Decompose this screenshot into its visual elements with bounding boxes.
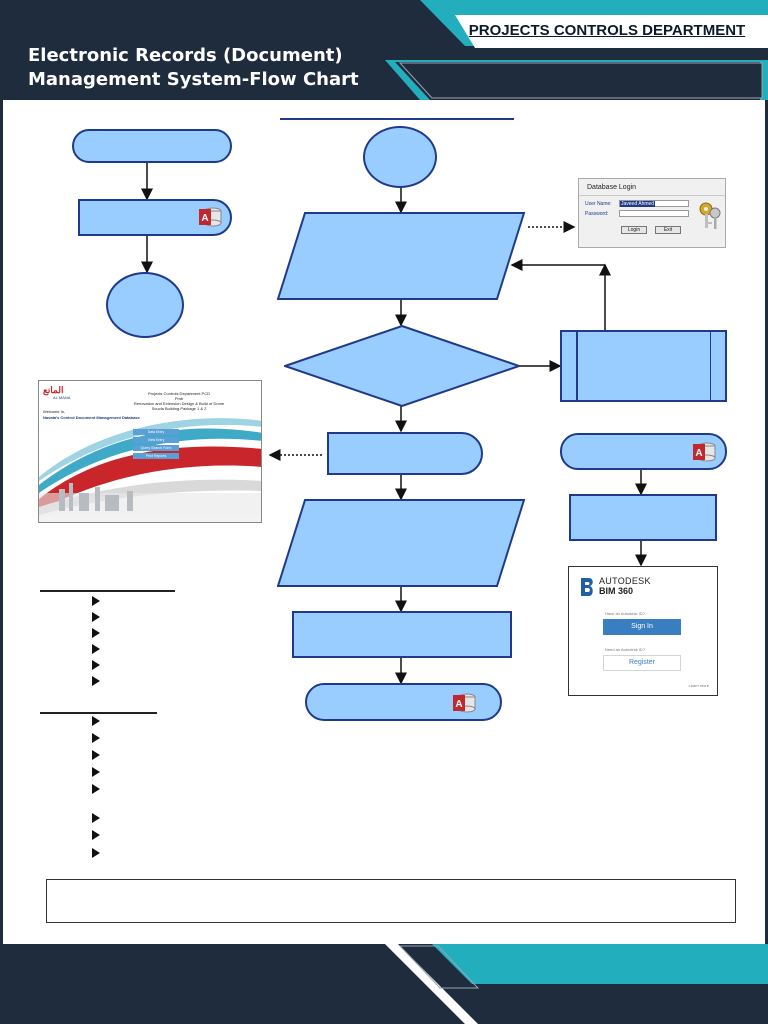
- end-terminator: [305, 683, 502, 721]
- decision-diamond: [284, 325, 520, 407]
- legend-underline-1: [40, 590, 175, 592]
- process-box-center: [292, 611, 512, 658]
- bullet-arrow-icon: [92, 628, 100, 638]
- access-icon: A: [693, 442, 716, 462]
- right-border: [765, 100, 768, 944]
- print-reports-button[interactable]: Print Reports: [133, 453, 179, 459]
- left-border: [0, 100, 3, 944]
- svg-text:A: A: [455, 699, 462, 710]
- company-logo-arabic: المانع: [43, 385, 64, 395]
- header-band: [0, 0, 768, 100]
- login-dialog-title: Database Login: [587, 184, 637, 191]
- login-button[interactable]: Login: [621, 226, 647, 234]
- bim360-brand-line2: BIM 360: [599, 586, 634, 596]
- bullet-arrow-icon: [92, 767, 100, 777]
- bullet-arrow-icon: [92, 784, 100, 794]
- main-menu-process: [327, 432, 483, 475]
- bullet-arrow-icon: [92, 676, 100, 686]
- password-field[interactable]: [619, 210, 689, 217]
- start-terminator: [72, 129, 232, 163]
- bullet-arrow-icon: [92, 848, 100, 858]
- login-input-parallelogram: [277, 212, 525, 300]
- app-menu-buttons: Data Entry View Entry Query Search Form …: [133, 429, 179, 461]
- bullet-arrow-icon: [92, 660, 100, 670]
- need-id-text: Need an Autodesk ID?: [605, 647, 646, 652]
- page-title: Electronic Records (Document) Management…: [28, 45, 359, 90]
- app-main-screen-screenshot: المانع AL MANA Projects Controls Departm…: [38, 380, 262, 523]
- exit-button[interactable]: Exit: [655, 226, 681, 234]
- app-header-text: Projects Controls Department PCD Pmb Ren…: [133, 391, 225, 411]
- query-search-button[interactable]: Query Search Form: [133, 445, 179, 451]
- data-input-parallelogram: [277, 499, 525, 587]
- bullet-arrow-icon: [92, 596, 100, 606]
- welcome-text: Welcome In,: [43, 409, 66, 414]
- legend-underline-2: [40, 712, 157, 714]
- sign-in-button[interactable]: Sign In: [603, 619, 681, 635]
- start-circle: [363, 126, 437, 188]
- bullet-arrow-icon: [92, 716, 100, 726]
- footer-band: [0, 944, 768, 1024]
- bullet-arrow-icon: [92, 750, 100, 760]
- user-name-field[interactable]: Javeed Ahmed: [619, 200, 689, 207]
- have-id-text: Have an Autodesk ID?: [605, 611, 645, 616]
- register-button[interactable]: Register: [603, 655, 681, 671]
- keys-icon: [699, 202, 721, 229]
- bullet-arrow-icon: [92, 644, 100, 654]
- access-icon: A: [453, 693, 476, 713]
- bullet-arrow-icon: [92, 733, 100, 743]
- bullet-arrow-icon: [92, 813, 100, 823]
- data-entry-button[interactable]: Data Entry: [133, 429, 179, 435]
- department-label: PROJECTS CONTROLS DEPARTMENT: [468, 22, 746, 39]
- learn-more-link[interactable]: Learn more: [688, 683, 709, 688]
- bim360-login-panel: AUTODESK BIM 360 Have an Autodesk ID? Si…: [568, 566, 718, 696]
- access-icon: A: [199, 207, 222, 227]
- bullet-arrow-icon: [92, 830, 100, 840]
- predefined-process-box: [560, 330, 727, 402]
- bim360-brand-line1: AUTODESK: [599, 576, 651, 586]
- note-box: [46, 879, 736, 923]
- view-entry-button[interactable]: View Entry: [133, 437, 179, 443]
- login-dialog: Database Login User Name: Javeed Ahmed P…: [578, 178, 726, 248]
- svg-text:A: A: [201, 213, 208, 224]
- connector-circle-left: [106, 272, 184, 338]
- process-box-right: [569, 494, 717, 541]
- svg-text:A: A: [695, 448, 702, 459]
- system-title: Navata's Control Document Management Dat…: [43, 415, 140, 420]
- user-name-label: User Name:: [585, 201, 612, 207]
- password-label: Password:: [585, 211, 609, 217]
- flow-connectors: [141, 118, 647, 685]
- bullet-arrow-icon: [92, 612, 100, 622]
- company-logo-latin: AL MANA: [53, 395, 71, 400]
- bim360-logo-icon: [581, 578, 593, 596]
